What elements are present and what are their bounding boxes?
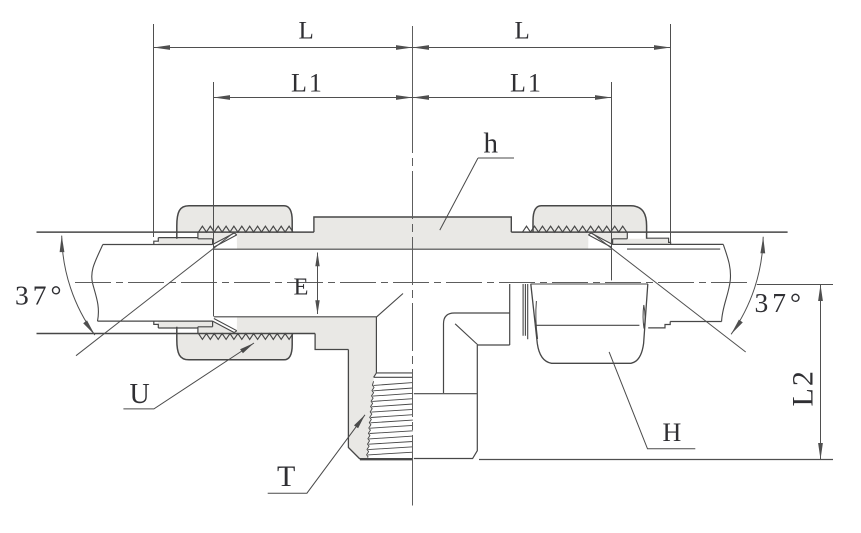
svg-text:L1: L1 (510, 68, 543, 97)
svg-text:37°: 37° (755, 287, 806, 318)
svg-text:E: E (294, 274, 309, 301)
svg-text:L: L (515, 18, 530, 45)
svg-text:37°: 37° (15, 279, 66, 310)
svg-text:L1: L1 (291, 68, 324, 97)
svg-text:H: H (663, 418, 682, 447)
svg-text:L2: L2 (787, 369, 820, 406)
svg-text:U: U (130, 379, 150, 410)
svg-text:L: L (299, 18, 314, 45)
svg-text:h: h (484, 128, 499, 160)
svg-text:T: T (277, 460, 295, 493)
